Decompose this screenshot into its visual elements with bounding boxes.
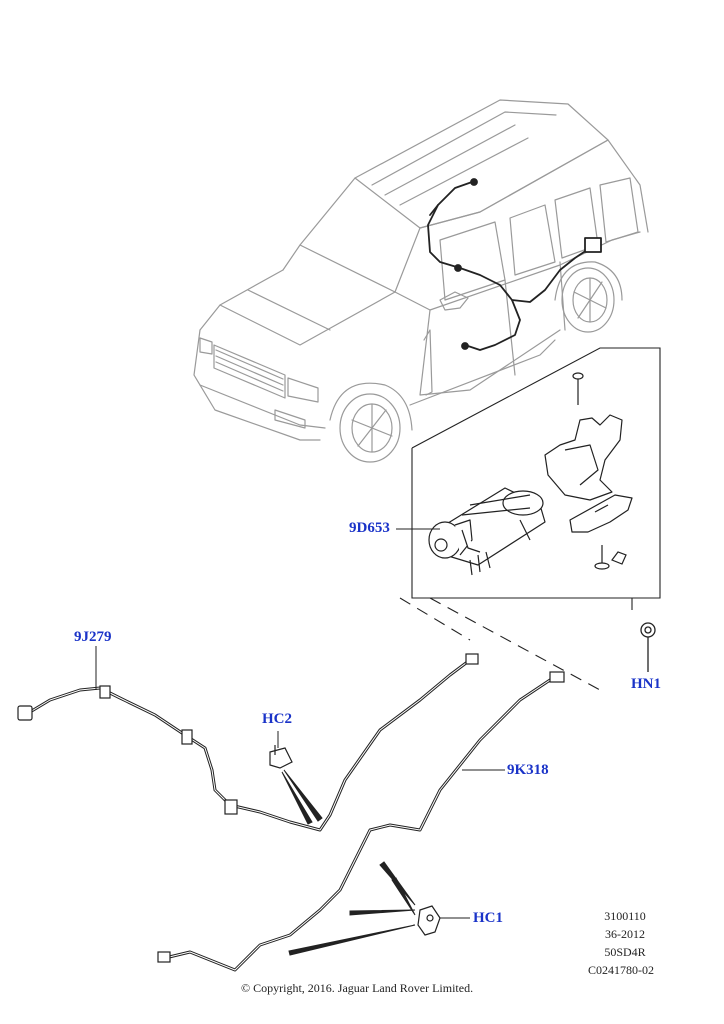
copyright-notice: © Copyright, 2016. Jaguar Land Rover Lim… <box>241 981 474 995</box>
hose-9k318-part <box>163 673 562 972</box>
hose-9k318-fittings <box>157 671 565 963</box>
vehicle-harness <box>427 178 602 351</box>
reference-line-1: 3100110 <box>604 909 646 923</box>
callout-hn1: HN1 <box>631 676 661 692</box>
callout-9k318: 9K318 <box>507 762 549 778</box>
vehicle-illustration <box>193 99 649 463</box>
callout-hc2: HC2 <box>262 711 292 727</box>
canister-detail-box <box>399 347 661 691</box>
charcoal-canister <box>428 487 546 576</box>
canister-bracket <box>544 414 633 533</box>
callout-hc1: HC1 <box>473 910 503 926</box>
clip-hc2-part <box>269 745 293 769</box>
leader-hc2 <box>277 731 323 825</box>
nut-hn1-part <box>640 622 656 672</box>
reference-line-2: 36-2012 <box>605 927 645 941</box>
callout-9d653: 9D653 <box>349 520 390 536</box>
fasteners <box>572 372 627 570</box>
leader-hc1 <box>288 861 470 956</box>
callout-9j279: 9J279 <box>74 629 112 645</box>
reference-line-3: 50SD4R <box>604 945 646 959</box>
reference-line-4: C0241780-02 <box>588 963 654 977</box>
hose-9j279-fittings <box>17 653 479 815</box>
clip-hc1-part <box>417 905 441 936</box>
